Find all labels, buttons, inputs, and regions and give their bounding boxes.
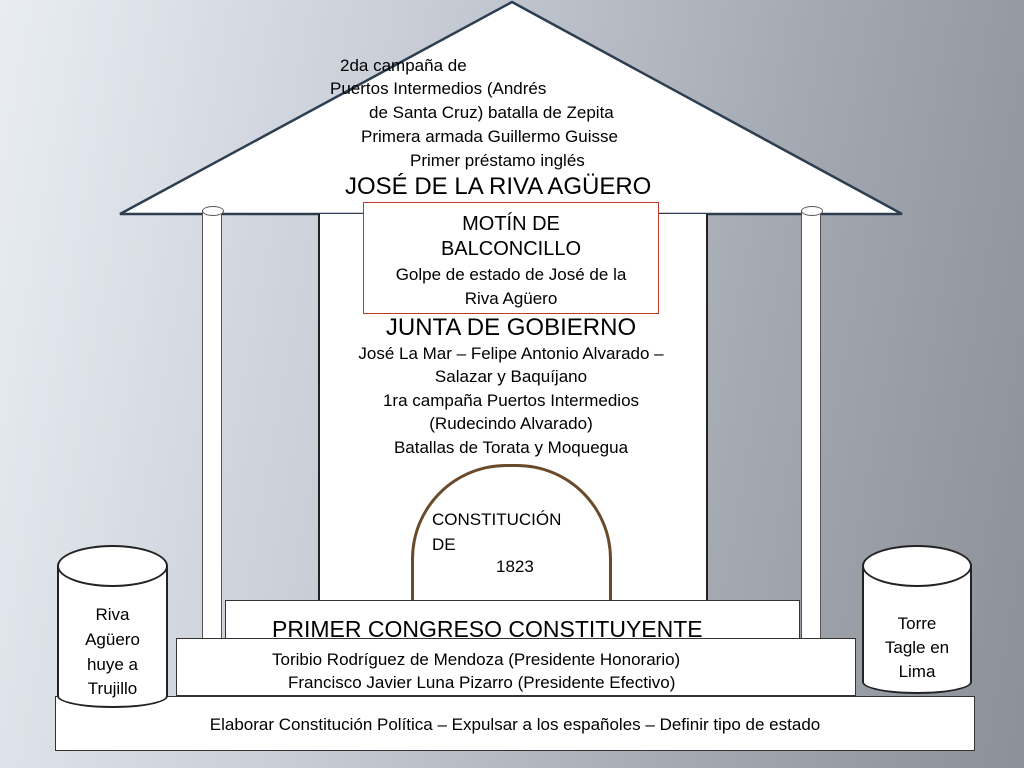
step-middle [176, 638, 856, 696]
congreso-line-1: Toribio Rodríguez de Mendoza (Presidente… [272, 650, 681, 669]
step-top [225, 600, 800, 640]
junta-line: Salazar y Baquíjano [434, 367, 588, 386]
left-cylinder-line: Trujillo [87, 679, 138, 698]
motin-text-1: Golpe de estado de José de la [395, 265, 627, 284]
junta-line: Batallas de Torata y Moquegua [393, 438, 629, 457]
junta-line: 1ra campaña Puertos Intermedios [382, 391, 640, 410]
roof-line: Primera armada Guillermo Guisse [361, 127, 618, 146]
right-pillar [801, 206, 823, 646]
congreso-base: Elaborar Constitución Política – Expulsa… [209, 715, 821, 734]
motin-text-2: Riva Agüero [464, 289, 558, 308]
roof-line: 2da campaña de [340, 56, 467, 75]
constitucion-line-3: 1823 [496, 557, 534, 576]
motin-title-1: MOTÍN DE [462, 213, 560, 235]
step-base [55, 696, 975, 751]
constitucion-line-1: CONSTITUCIÓN [432, 510, 562, 529]
junta-line: (Rudecindo Alvarado) [429, 414, 593, 433]
roof-line: de Santa Cruz) batalla de Zepita [369, 103, 614, 122]
junta-title: JUNTA DE GOBIERNO [385, 314, 637, 341]
motin-title-2: BALCONCILLO [440, 238, 582, 260]
left-cylinder-line: Riva [95, 605, 130, 624]
roof-line: Primer préstamo inglés [410, 151, 585, 170]
roof-title: JOSÉ DE LA RIVA AGÜERO [345, 173, 652, 200]
right-cylinder-line: Torre [897, 614, 937, 633]
left-cylinder-line: huye a [86, 655, 139, 674]
right-cylinder-line: Tagle en [884, 638, 950, 657]
congreso-title: PRIMER CONGRESO CONSTITUYENTE [272, 616, 703, 642]
roof-line: Puertos Intermedios (Andrés [330, 79, 547, 98]
left-cylinder-top [57, 545, 168, 587]
motin-box [363, 202, 659, 314]
right-cylinder-line: Lima [898, 662, 936, 681]
left-pillar [202, 206, 224, 646]
left-cylinder-line: Agüero [85, 630, 140, 649]
constitucion-line-2: DE [432, 535, 456, 554]
congreso-line-2: Francisco Javier Luna Pizarro (President… [288, 673, 676, 692]
right-cylinder-top [862, 545, 972, 587]
junta-line: José La Mar – Felipe Antonio Alvarado – [358, 344, 664, 363]
right-cylinder [862, 566, 972, 694]
left-cylinder [57, 566, 168, 708]
